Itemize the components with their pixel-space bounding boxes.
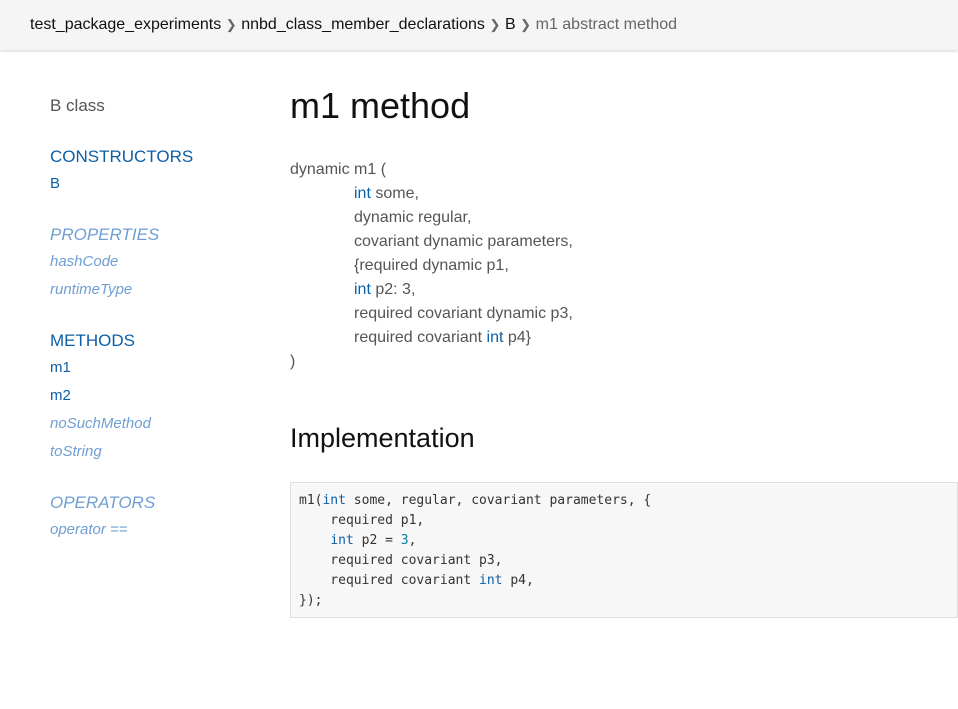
- signature-param: required covariant dynamic p3,: [290, 302, 958, 326]
- main-content: m1 method dynamic m1 ( int some, dynamic…: [290, 84, 958, 618]
- breadcrumb-current: m1 abstract method: [535, 16, 678, 33]
- code-line: int p2 = 3,: [330, 533, 417, 548]
- breadcrumb-bar: test_package_experiments ❯ nnbd_class_me…: [0, 0, 958, 50]
- signature-param: {required dynamic p1,: [290, 254, 958, 278]
- param-text: p4}: [503, 329, 532, 346]
- sidebar-section-constructors: CONSTRUCTORS B: [50, 144, 260, 198]
- breadcrumb-package-link[interactable]: test_package_experiments: [30, 16, 222, 33]
- sidebar-item-hashcode[interactable]: hashCode: [50, 253, 119, 270]
- sidebar-item-runtimetype[interactable]: runtimeType: [50, 281, 133, 298]
- chevron-right-icon: ❯: [489, 17, 501, 32]
- sidebar-section-properties: PROPERTIES hashCode runtimeType: [50, 222, 260, 304]
- breadcrumb-class-link[interactable]: B: [504, 16, 516, 33]
- sidebar-item-m2[interactable]: m2: [50, 387, 71, 404]
- param-text: dynamic regular,: [354, 209, 472, 226]
- sidebar-item-nosuchmethod[interactable]: noSuchMethod: [50, 415, 151, 432]
- code-line: m1(int some, regular, covariant paramete…: [299, 493, 652, 508]
- signature-param: covariant dynamic parameters,: [290, 230, 958, 254]
- type-link-int[interactable]: int: [354, 281, 371, 298]
- type-link-int[interactable]: int: [486, 329, 504, 346]
- signature-open: dynamic m1 (: [290, 161, 387, 178]
- chevron-right-icon: ❯: [520, 17, 532, 32]
- code-line: required covariant p3,: [299, 553, 503, 568]
- sidebar: B class CONSTRUCTORS B PROPERTIES hashCo…: [50, 96, 260, 568]
- code-line: required covariant int p4,: [299, 573, 534, 588]
- page-title: m1 method: [290, 85, 471, 126]
- param-text: p2: 3,: [370, 281, 416, 298]
- code-line: required p1,: [299, 513, 425, 528]
- param-text: {required dynamic p1,: [354, 257, 509, 274]
- signature-param: dynamic regular,: [290, 206, 958, 230]
- sidebar-item-m1[interactable]: m1: [50, 359, 71, 376]
- sidebar-item-constructor-b[interactable]: B: [50, 175, 61, 192]
- signature-close: ): [290, 353, 296, 370]
- sidebar-heading-constructors[interactable]: CONSTRUCTORS: [50, 147, 194, 166]
- implementation-heading: Implementation: [290, 423, 475, 453]
- param-prefix: required covariant: [354, 329, 487, 346]
- sidebar-item-operator-equals[interactable]: operator ==: [50, 521, 128, 538]
- chevron-right-icon: ❯: [225, 17, 237, 32]
- param-text: covariant dynamic parameters,: [354, 233, 573, 250]
- sidebar-section-methods: METHODS m1 m2 noSuchMethod toString: [50, 328, 260, 466]
- code-line: });: [299, 593, 323, 608]
- type-link-int[interactable]: int: [354, 185, 371, 202]
- sidebar-section-operators: OPERATORS operator ==: [50, 490, 260, 544]
- sidebar-heading-methods[interactable]: METHODS: [50, 331, 135, 350]
- signature-param: required covariant int p4}: [290, 326, 958, 350]
- sidebar-title: B class: [50, 96, 105, 115]
- method-signature: dynamic m1 ( int some, dynamic regular, …: [290, 158, 958, 374]
- sidebar-heading-operators[interactable]: OPERATORS: [50, 493, 156, 512]
- param-text: required covariant dynamic p3,: [354, 305, 573, 322]
- signature-param: int some,: [290, 182, 958, 206]
- sidebar-item-tostring[interactable]: toString: [50, 443, 102, 460]
- param-text: some,: [370, 185, 419, 202]
- sidebar-heading-properties[interactable]: PROPERTIES: [50, 225, 160, 244]
- signature-param: int p2: 3,: [290, 278, 958, 302]
- breadcrumb-library-link[interactable]: nnbd_class_member_declarations: [241, 16, 485, 33]
- code-block[interactable]: m1(int some, regular, covariant paramete…: [290, 482, 958, 618]
